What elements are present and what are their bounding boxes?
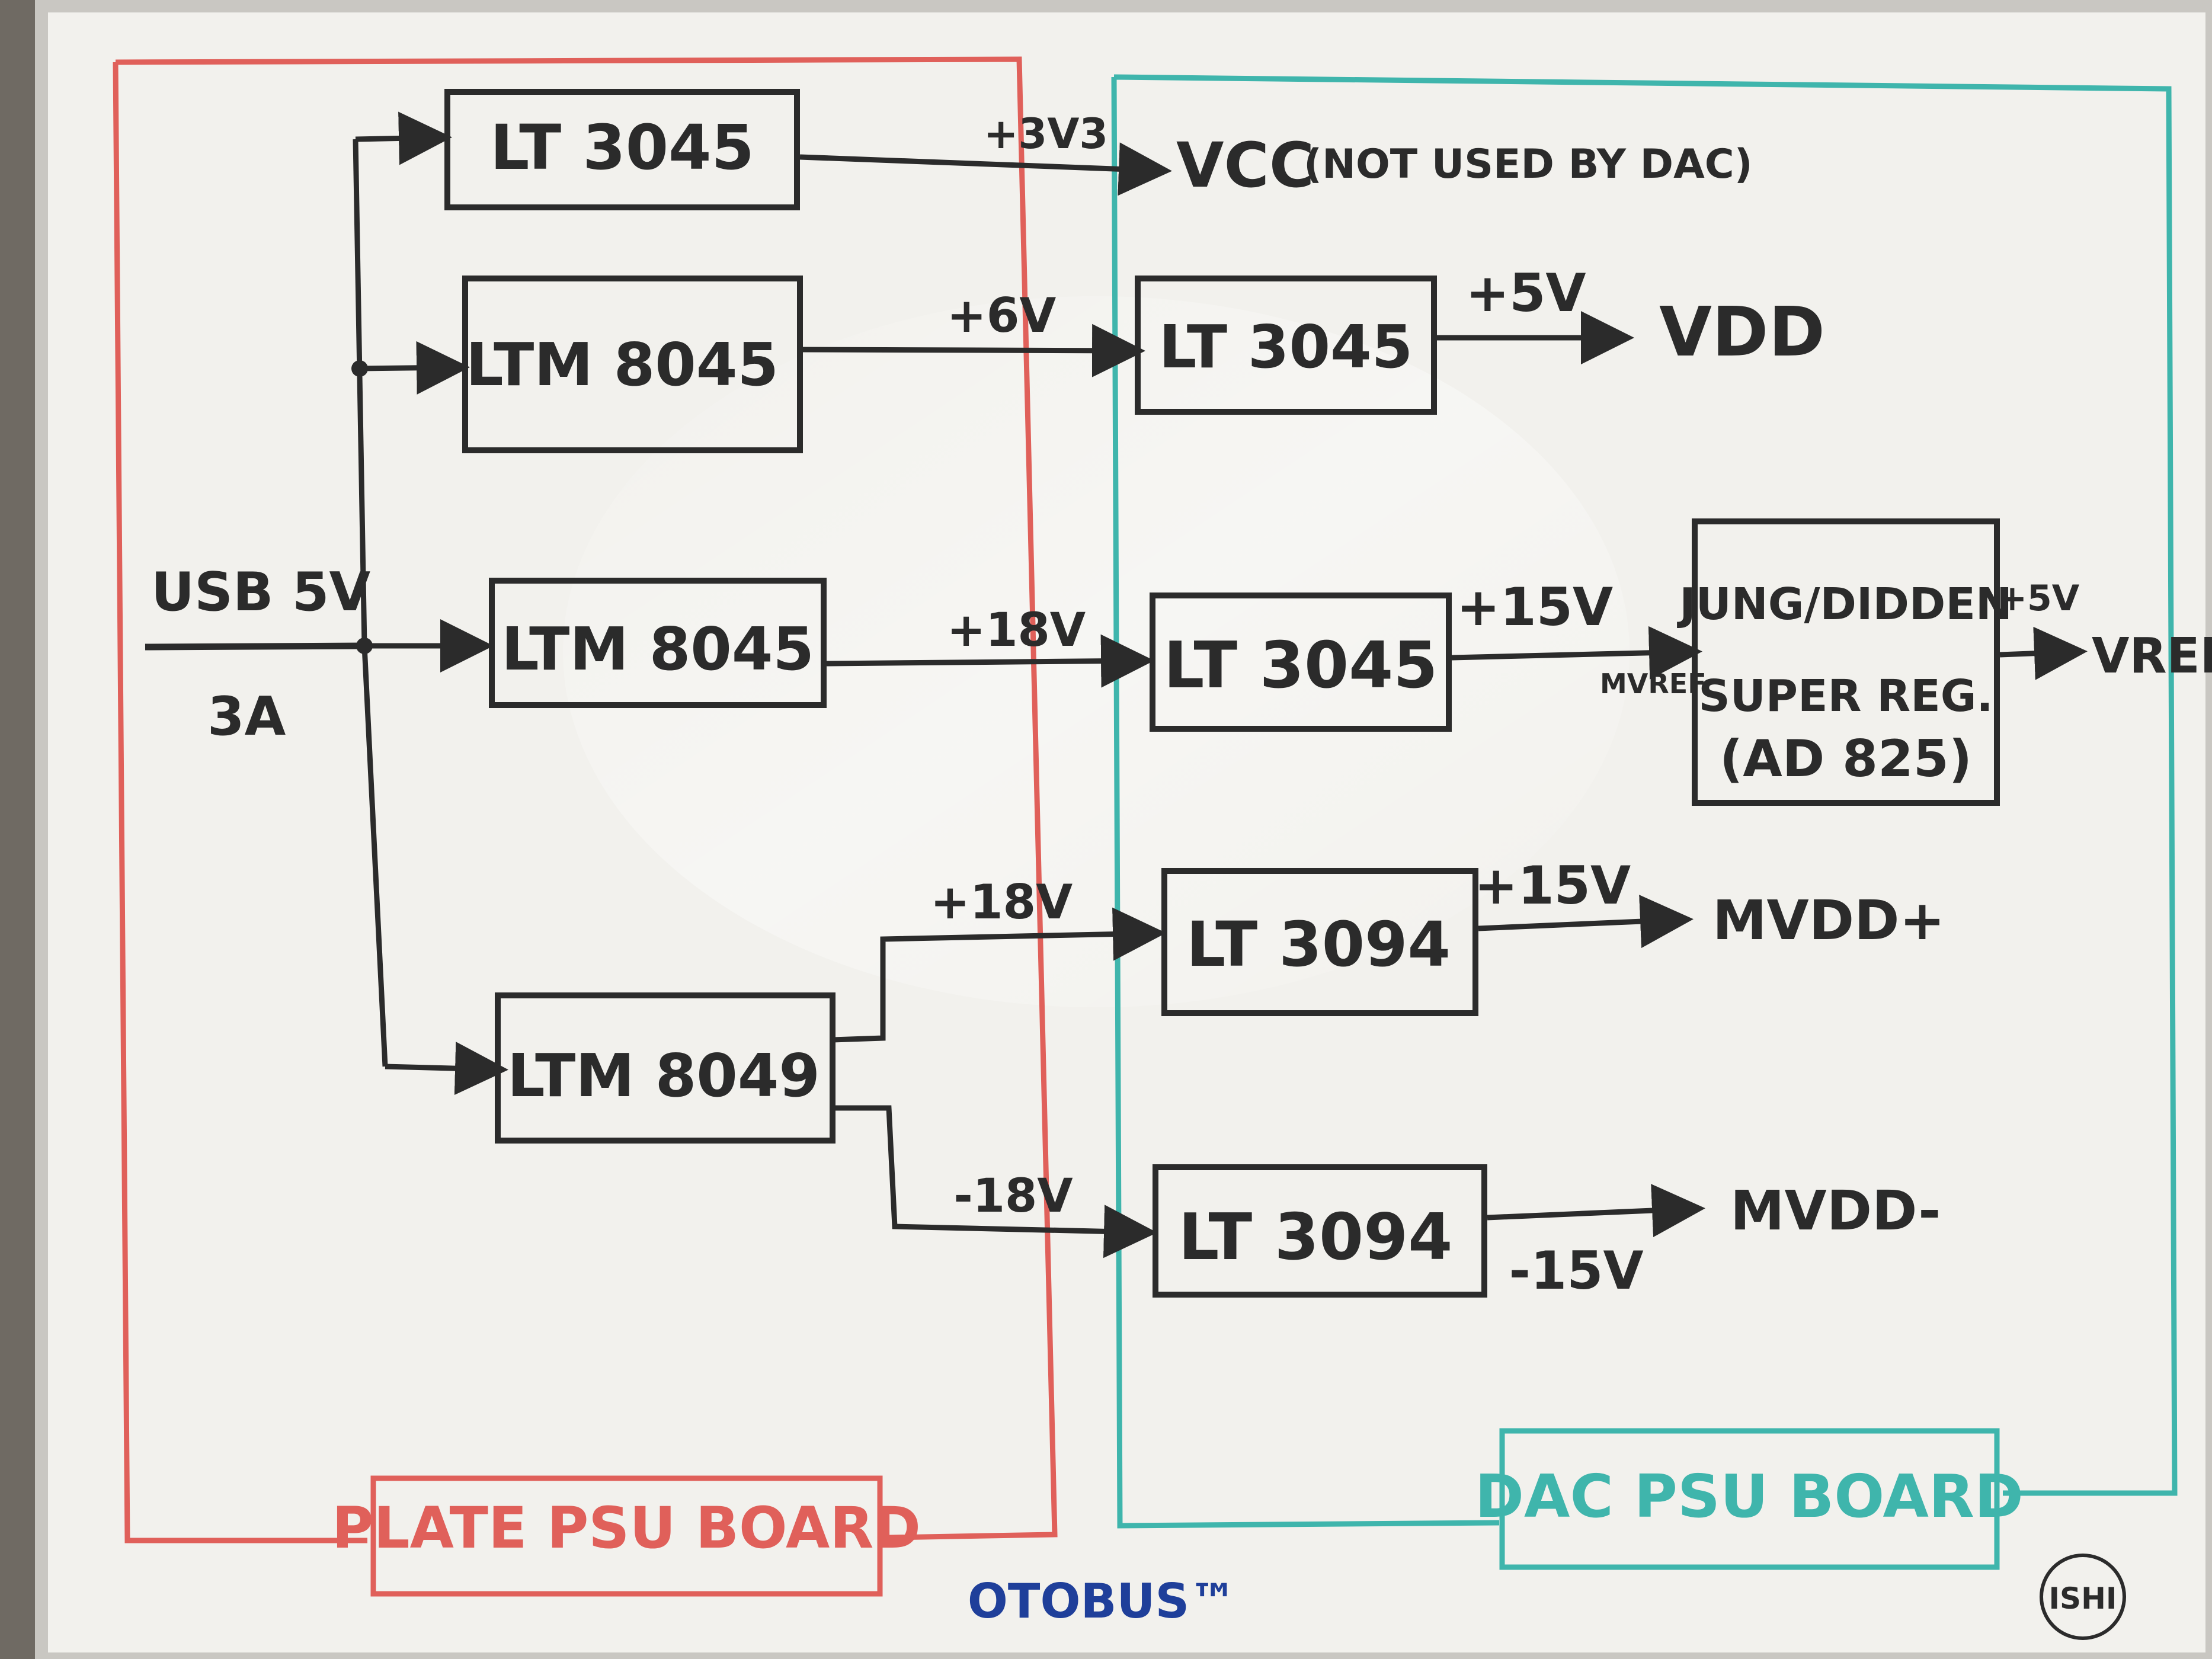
voltage-15v-pos: +15V [1474,855,1631,916]
voltage-3v3: +3V3 [984,110,1108,158]
bus-vertical-upper [353,139,367,646]
voltage-5v: +5V [1465,262,1586,324]
plate-psu-label: PLATE PSU BOARD [332,1495,921,1561]
wire-15v-neg [1487,1184,1705,1238]
dac-reg-2-label: LT 3045 [1164,629,1438,703]
output-mvdd-neg: MVDD- [1730,1179,1941,1242]
plate-reg-1-box [444,89,800,210]
super-reg-line2: SUPER REG. [1698,671,1993,722]
dac-reg-3-box [1161,868,1478,1016]
dac-reg-3-label: LT 3094 [1186,908,1451,981]
plate-reg-3-box [489,578,827,708]
wire-15v-ref [1451,626,1702,680]
super-reg-box [1692,518,2000,806]
dac-reg-4-box [1153,1164,1487,1298]
bus-branch-4 [385,1042,508,1096]
plate-reg-3-label: LTM 8045 [501,614,814,684]
wire-18v-neg [833,1105,1157,1258]
voltage-18v: +18V [947,604,1086,657]
plate-reg-4-box [495,992,835,1144]
plate-reg-2-box [462,276,803,453]
output-vdd: VDD [1659,293,1825,372]
plate-reg-2-label: LTM 8045 [466,330,779,399]
voltage-18v-neg: -18V [953,1170,1073,1223]
plate-reg-1-label: LT 3045 [490,111,754,184]
output-vcc: VCC [1176,129,1314,201]
wire-18v-pos [832,907,1166,1043]
signature-circle [2040,1554,2126,1640]
voltage-18v-pos: +18V [930,875,1073,930]
input-current: 3A [207,686,286,748]
output-vref: VREF [2092,628,2212,684]
light-glare [563,296,1630,1007]
dac-reg-1-box [1135,276,1437,415]
output-vcc-note: (NOT USED BY DAC) [1304,141,1753,188]
signature-text: ISHI [2048,1581,2117,1616]
input-label: USB 5V [151,561,370,623]
plate-psu-label-box [370,1475,883,1597]
output-mvdd-pos: MVDD+ [1712,889,1945,952]
wire-15v-pos [1478,895,1694,949]
dac-reg-4-label: LT 3094 [1179,1200,1453,1274]
super-reg-line3: (AD 825) [1720,729,1972,789]
dac-reg-1-label: LT 3045 [1159,312,1413,382]
brand-label: OTOBUS™ [968,1574,1237,1629]
dac-reg-2-box [1150,592,1452,732]
voltage-15v: +15V [1456,577,1613,638]
label-mvref: MVREF [1600,668,1707,700]
bus-vertical-lower [361,645,388,1067]
wire-5v-ref [1999,626,2088,680]
plate-reg-4-label: LTM 8049 [507,1041,820,1110]
voltage-6v: +6V [947,288,1057,343]
input-wire [145,642,365,651]
voltage-15v-neg: -15V [1509,1240,1643,1301]
dac-psu-label: DAC PSU BOARD [1475,1462,2024,1531]
voltage-5v-ref: +5V [1997,578,2080,619]
dac-psu-outline [1111,74,2178,1529]
plate-psu-outline [113,56,1058,1543]
dac-psu-label-box [1499,1428,2000,1570]
board-frame [35,0,2212,1659]
bus-branch-2 [359,341,470,395]
wire-18v [826,634,1154,688]
super-reg-line1: JUNG/DIDDEN [1676,579,2012,630]
wire-3v3 [799,142,1172,196]
bus-branch-1 [355,111,452,165]
wire-6v [802,324,1145,377]
